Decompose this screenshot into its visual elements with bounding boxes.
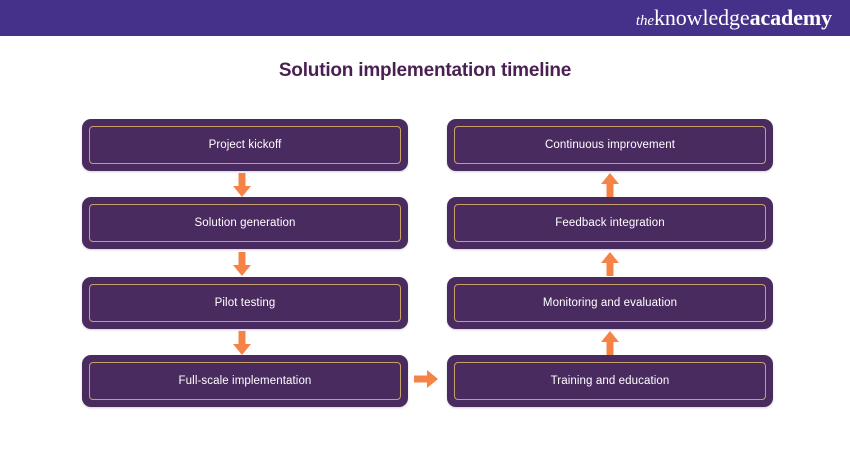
node-full-scale-implementation[interactable]: Full-scale implementation <box>82 355 408 407</box>
node-feedback-integration[interactable]: Feedback integration <box>447 197 773 249</box>
node-label: Feedback integration <box>555 217 665 229</box>
node-label: Monitoring and evaluation <box>542 297 678 309</box>
node-label: Pilot testing <box>214 297 276 309</box>
node-label: Solution generation <box>194 217 296 229</box>
brand-academy: academy <box>749 5 833 30</box>
node-solution-generation[interactable]: Solution generation <box>82 197 408 249</box>
brand-knowledge: knowledge <box>653 5 750 30</box>
node-label: Project kickoff <box>208 139 282 151</box>
node-pilot-testing[interactable]: Pilot testing <box>82 277 408 329</box>
node-label: Full-scale implementation <box>178 375 312 387</box>
node-continuous-improvement[interactable]: Continuous improvement <box>447 119 773 171</box>
brand-the: the <box>635 13 654 29</box>
page-title: Solution implementation timeline <box>278 60 572 81</box>
node-training-and-education[interactable]: Training and education <box>447 355 773 407</box>
header-bar: theknowledgeacademy <box>0 0 850 36</box>
node-project-kickoff[interactable]: Project kickoff <box>82 119 408 171</box>
node-monitoring-and-evaluation[interactable]: Monitoring and evaluation <box>447 277 773 329</box>
brand-logo: theknowledgeacademy <box>636 5 850 31</box>
node-label: Training and education <box>550 375 670 387</box>
node-label: Continuous improvement <box>544 139 676 151</box>
